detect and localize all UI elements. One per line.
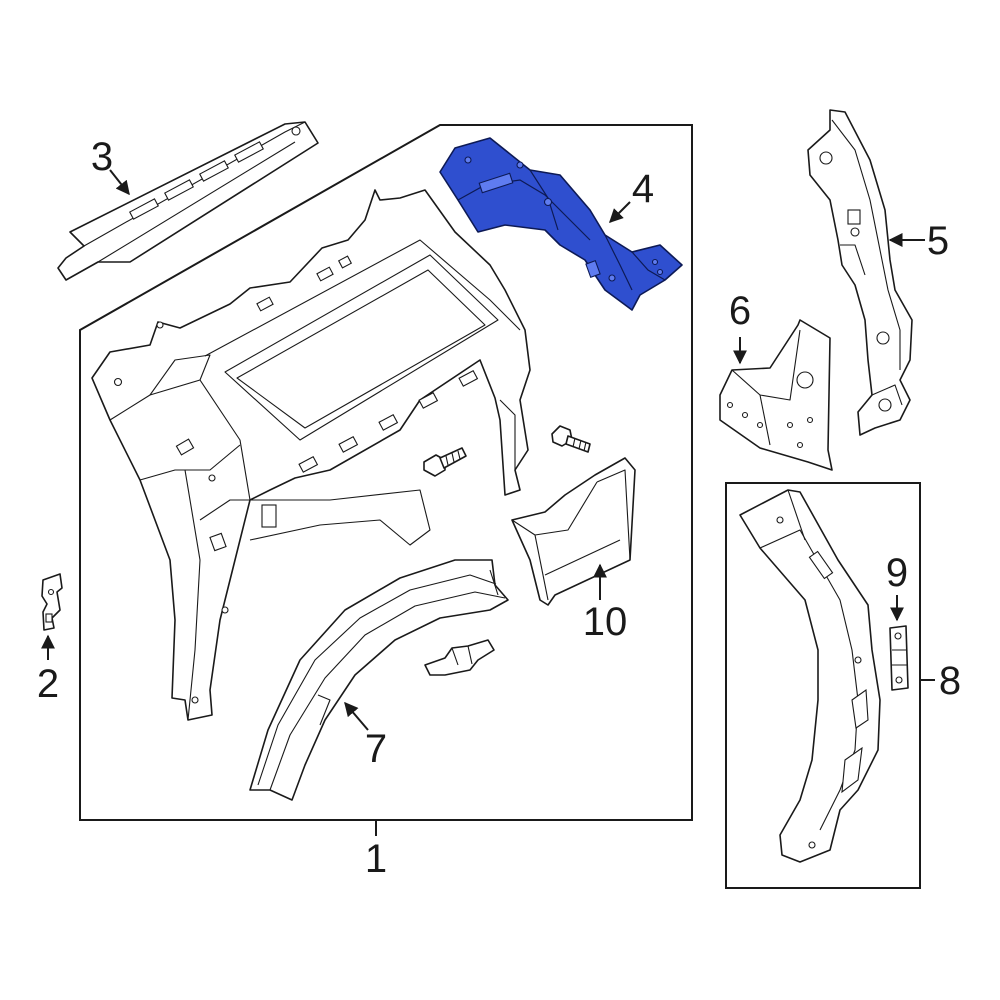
part-3-rail-reinforcement[interactable] — [57, 121, 319, 281]
callout-7: 7 — [365, 727, 387, 771]
callout-7-leader — [344, 701, 369, 731]
callout-4-leader — [609, 201, 631, 223]
part-6-inner-bracket[interactable] — [719, 319, 833, 471]
part-1-quarter-inner-panel[interactable] — [91, 189, 531, 721]
callout-8: 8 — [939, 659, 961, 703]
part-10-bracket[interactable] — [511, 457, 636, 606]
callout-3: 3 — [91, 135, 113, 179]
callout-5: 5 — [927, 219, 949, 263]
bolt-left[interactable] — [423, 447, 467, 477]
inner-panel-frame — [725, 482, 921, 889]
callout-2: 2 — [37, 662, 59, 706]
callout-4: 4 — [632, 167, 654, 211]
callout-6: 6 — [729, 289, 751, 333]
bolt-right[interactable] — [551, 425, 591, 453]
part-9-small-plate[interactable] — [889, 625, 909, 691]
part-2-small-bracket[interactable] — [41, 573, 63, 631]
callout-9: 9 — [886, 551, 908, 595]
main-assembly-frame — [79, 124, 693, 821]
part-4-quarter-brace-highlighted[interactable] — [439, 137, 683, 311]
part-7-wheelhouse[interactable] — [249, 559, 509, 801]
callout-1: 1 — [365, 837, 387, 881]
callout-10: 10 — [583, 600, 628, 644]
part-5-pillar-reinforcement[interactable] — [807, 109, 913, 436]
part-8-inner-pillar[interactable] — [739, 489, 881, 863]
callout-3-leader — [109, 169, 130, 196]
retaining-clip[interactable] — [424, 639, 495, 676]
